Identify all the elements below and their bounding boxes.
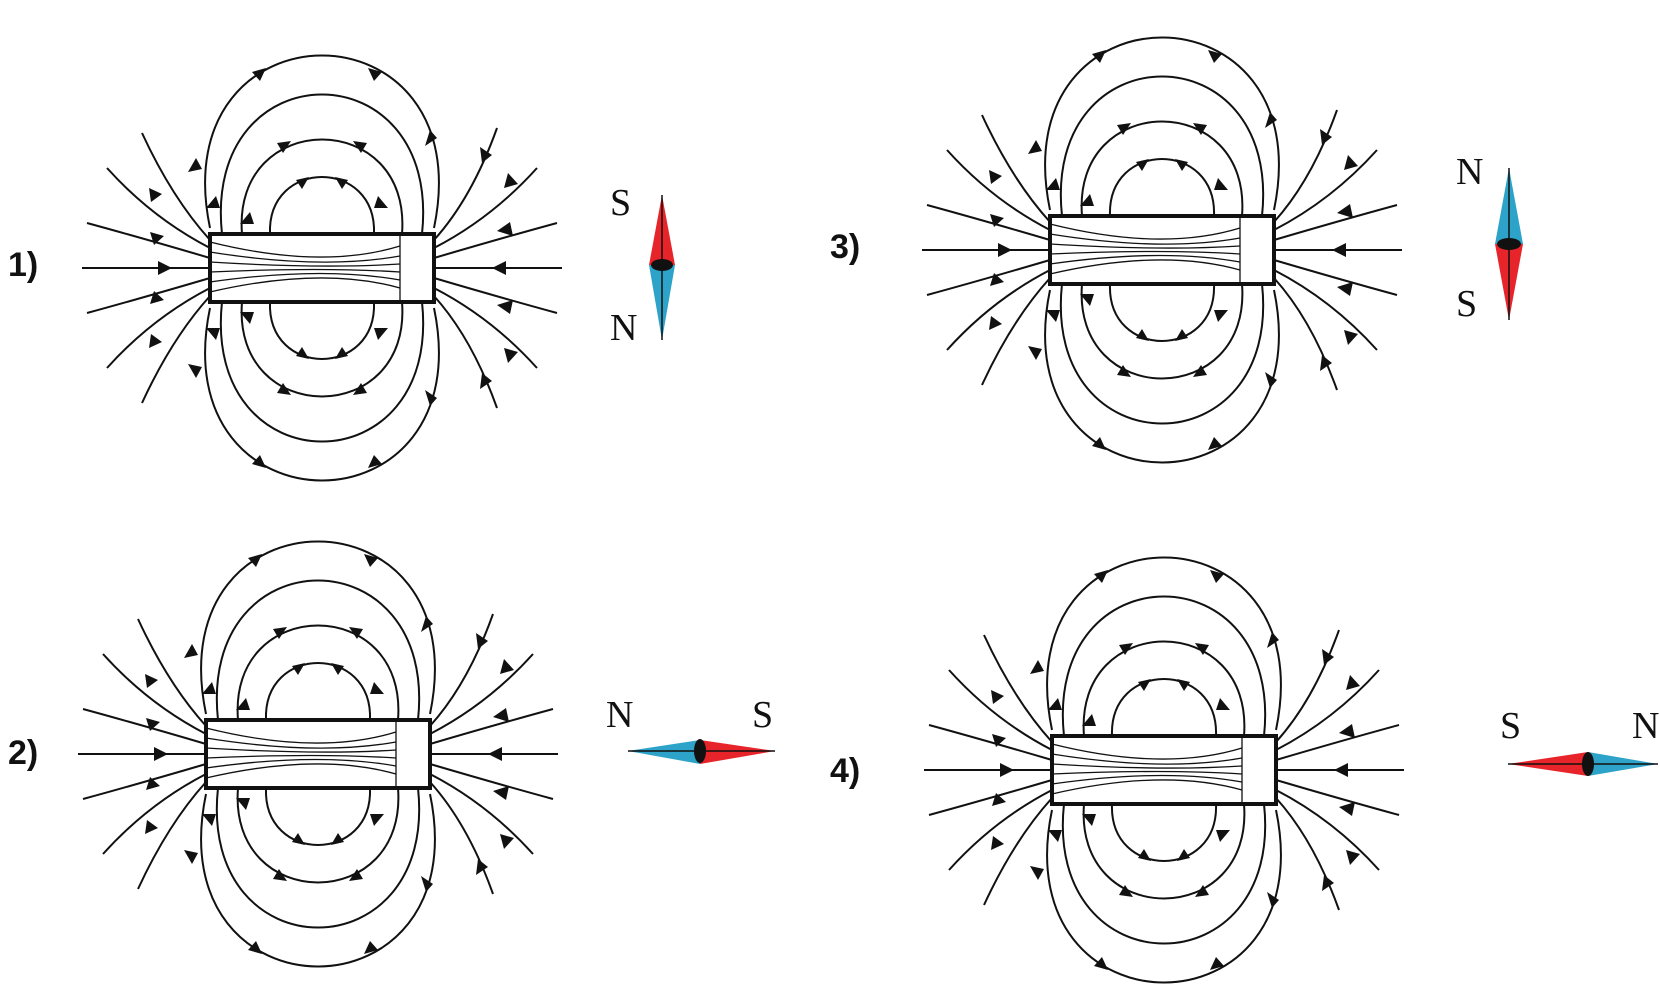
compass-3-bottom-pole: S <box>1456 283 1477 325</box>
option-4-label: 4) <box>830 752 860 790</box>
compass-3-top-pole: N <box>1456 151 1483 193</box>
compass-1-bottom-pole: N <box>610 307 637 349</box>
option-4-compass: S N <box>1500 705 1659 776</box>
option-2-bar-magnet <box>78 542 558 967</box>
option-3-bar-magnet <box>922 38 1402 463</box>
compass-4-right-pole: N <box>1632 705 1659 747</box>
option-2-compass: N S <box>606 694 775 764</box>
compass-4-left-pole: S <box>1500 705 1521 747</box>
compass-1-top-pole: S <box>610 182 631 224</box>
compass-2-left-pole: N <box>606 694 633 736</box>
compass-2-left-half <box>628 740 700 764</box>
option-3-label: 3) <box>830 228 860 266</box>
option-2-label: 2) <box>8 734 38 772</box>
option-1-bar-magnet <box>82 56 562 481</box>
option-1-label: 1) <box>8 246 38 284</box>
option-4-bar-magnet <box>924 558 1404 983</box>
option-3-compass: N S <box>1456 151 1523 325</box>
option-1-compass: S N <box>610 182 675 349</box>
compass-2-right-half <box>700 740 775 764</box>
compass-2-right-pole: S <box>752 694 773 736</box>
